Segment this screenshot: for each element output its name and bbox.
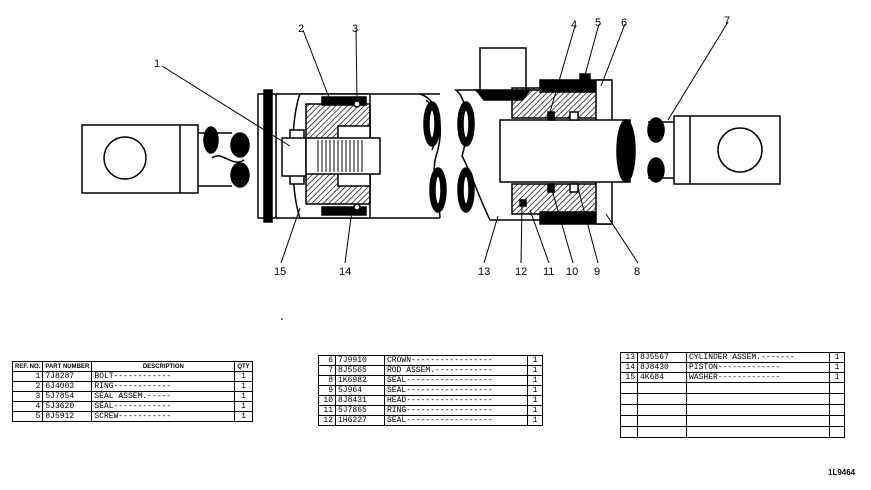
callout-6: 6: [621, 17, 627, 29]
right-rod-eye: [647, 115, 781, 185]
left-rod-eye: [81, 124, 250, 194]
callout-1: 1: [154, 58, 160, 70]
parts-table-2: 6 7J9910 CROWN----------------- 1 7 8J55…: [318, 355, 543, 426]
table-row: 3 5J7854 SEAL ASSEM.----- 1: [11, 391, 253, 402]
callout-4: 4: [571, 19, 577, 31]
callout-9: 9: [594, 266, 600, 278]
table-row: 13 8J5567 CYLINDER ASSEM.------- 1: [620, 352, 845, 363]
callout-2: 2: [298, 23, 304, 35]
piston-end-section: [257, 89, 447, 223]
hydraulic-cylinder-exploded-diagram: 1 2 3 4 5 6 7 8 9 10 11 12 13 14 15: [81, 15, 781, 320]
leader-lines: [161, 21, 729, 320]
table-row-empty: [620, 415, 845, 427]
table-row: 15 4K684 WASHER------------- 1: [620, 372, 845, 383]
callout-7: 7: [724, 15, 730, 27]
header-part-number: PART NUMBER: [42, 361, 93, 372]
table-row: 4 5J3620 SEAL------------ 1: [11, 401, 253, 412]
table-row: 7 8J5565 ROD ASSEM.------------ 1: [318, 365, 543, 376]
callout-12: 12: [515, 266, 527, 278]
callout-3: 3: [352, 23, 358, 35]
callout-15: 15: [274, 266, 286, 278]
table-row-empty: [620, 393, 845, 405]
table-row: 5 8J5912 SCREW----------- 1: [11, 411, 253, 422]
parts-table-3: 13 8J5567 CYLINDER ASSEM.------- 1 14 8J…: [620, 352, 845, 438]
header-description: DESCRIPTION: [91, 361, 236, 372]
callout-11: 11: [543, 266, 554, 278]
callout-13: 13: [478, 266, 490, 278]
callout-10: 10: [566, 266, 578, 278]
callout-labels: 1 2 3 4 5 6 7 8 9 10 11 12 13 14 15: [154, 15, 730, 278]
parts-table-1: REF. NO. PART NUMBER DESCRIPTION QTY 1 7…: [11, 361, 253, 422]
table-header-row: REF. NO. PART NUMBER DESCRIPTION QTY: [11, 361, 253, 372]
rod-end-section: [453, 47, 636, 225]
callout-5: 5: [595, 17, 601, 29]
figure-id: 1L9464: [828, 468, 856, 477]
table-row: 12 1H6227 SEAL------------------ 1: [318, 415, 543, 426]
callout-14: 14: [339, 266, 351, 278]
table-row-empty: [620, 382, 845, 394]
table-row-empty: [620, 426, 845, 438]
table-row: 10 8J8431 HEAD------------------ 1: [318, 395, 543, 406]
header-ref-no: REF. NO.: [11, 361, 44, 372]
callout-8: 8: [634, 266, 640, 278]
table-row-empty: [620, 404, 845, 416]
table-row: 2 6J4003 RING------------ 1: [11, 381, 253, 392]
table-row: 14 8J8430 PISTON------------- 1: [620, 362, 845, 373]
header-qty: QTY: [234, 361, 253, 372]
table-row: 6 7J9910 CROWN----------------- 1: [318, 355, 543, 366]
table-row: 8 1K6982 SEAL------------------ 1: [318, 375, 543, 386]
table-row: 9 5J964 SEAL------------------ 1: [318, 385, 543, 396]
table-row: 1 7J8287 BOLT------------ 1: [11, 371, 253, 382]
table-row: 11 5J7865 RING------------------ 1: [318, 405, 543, 416]
